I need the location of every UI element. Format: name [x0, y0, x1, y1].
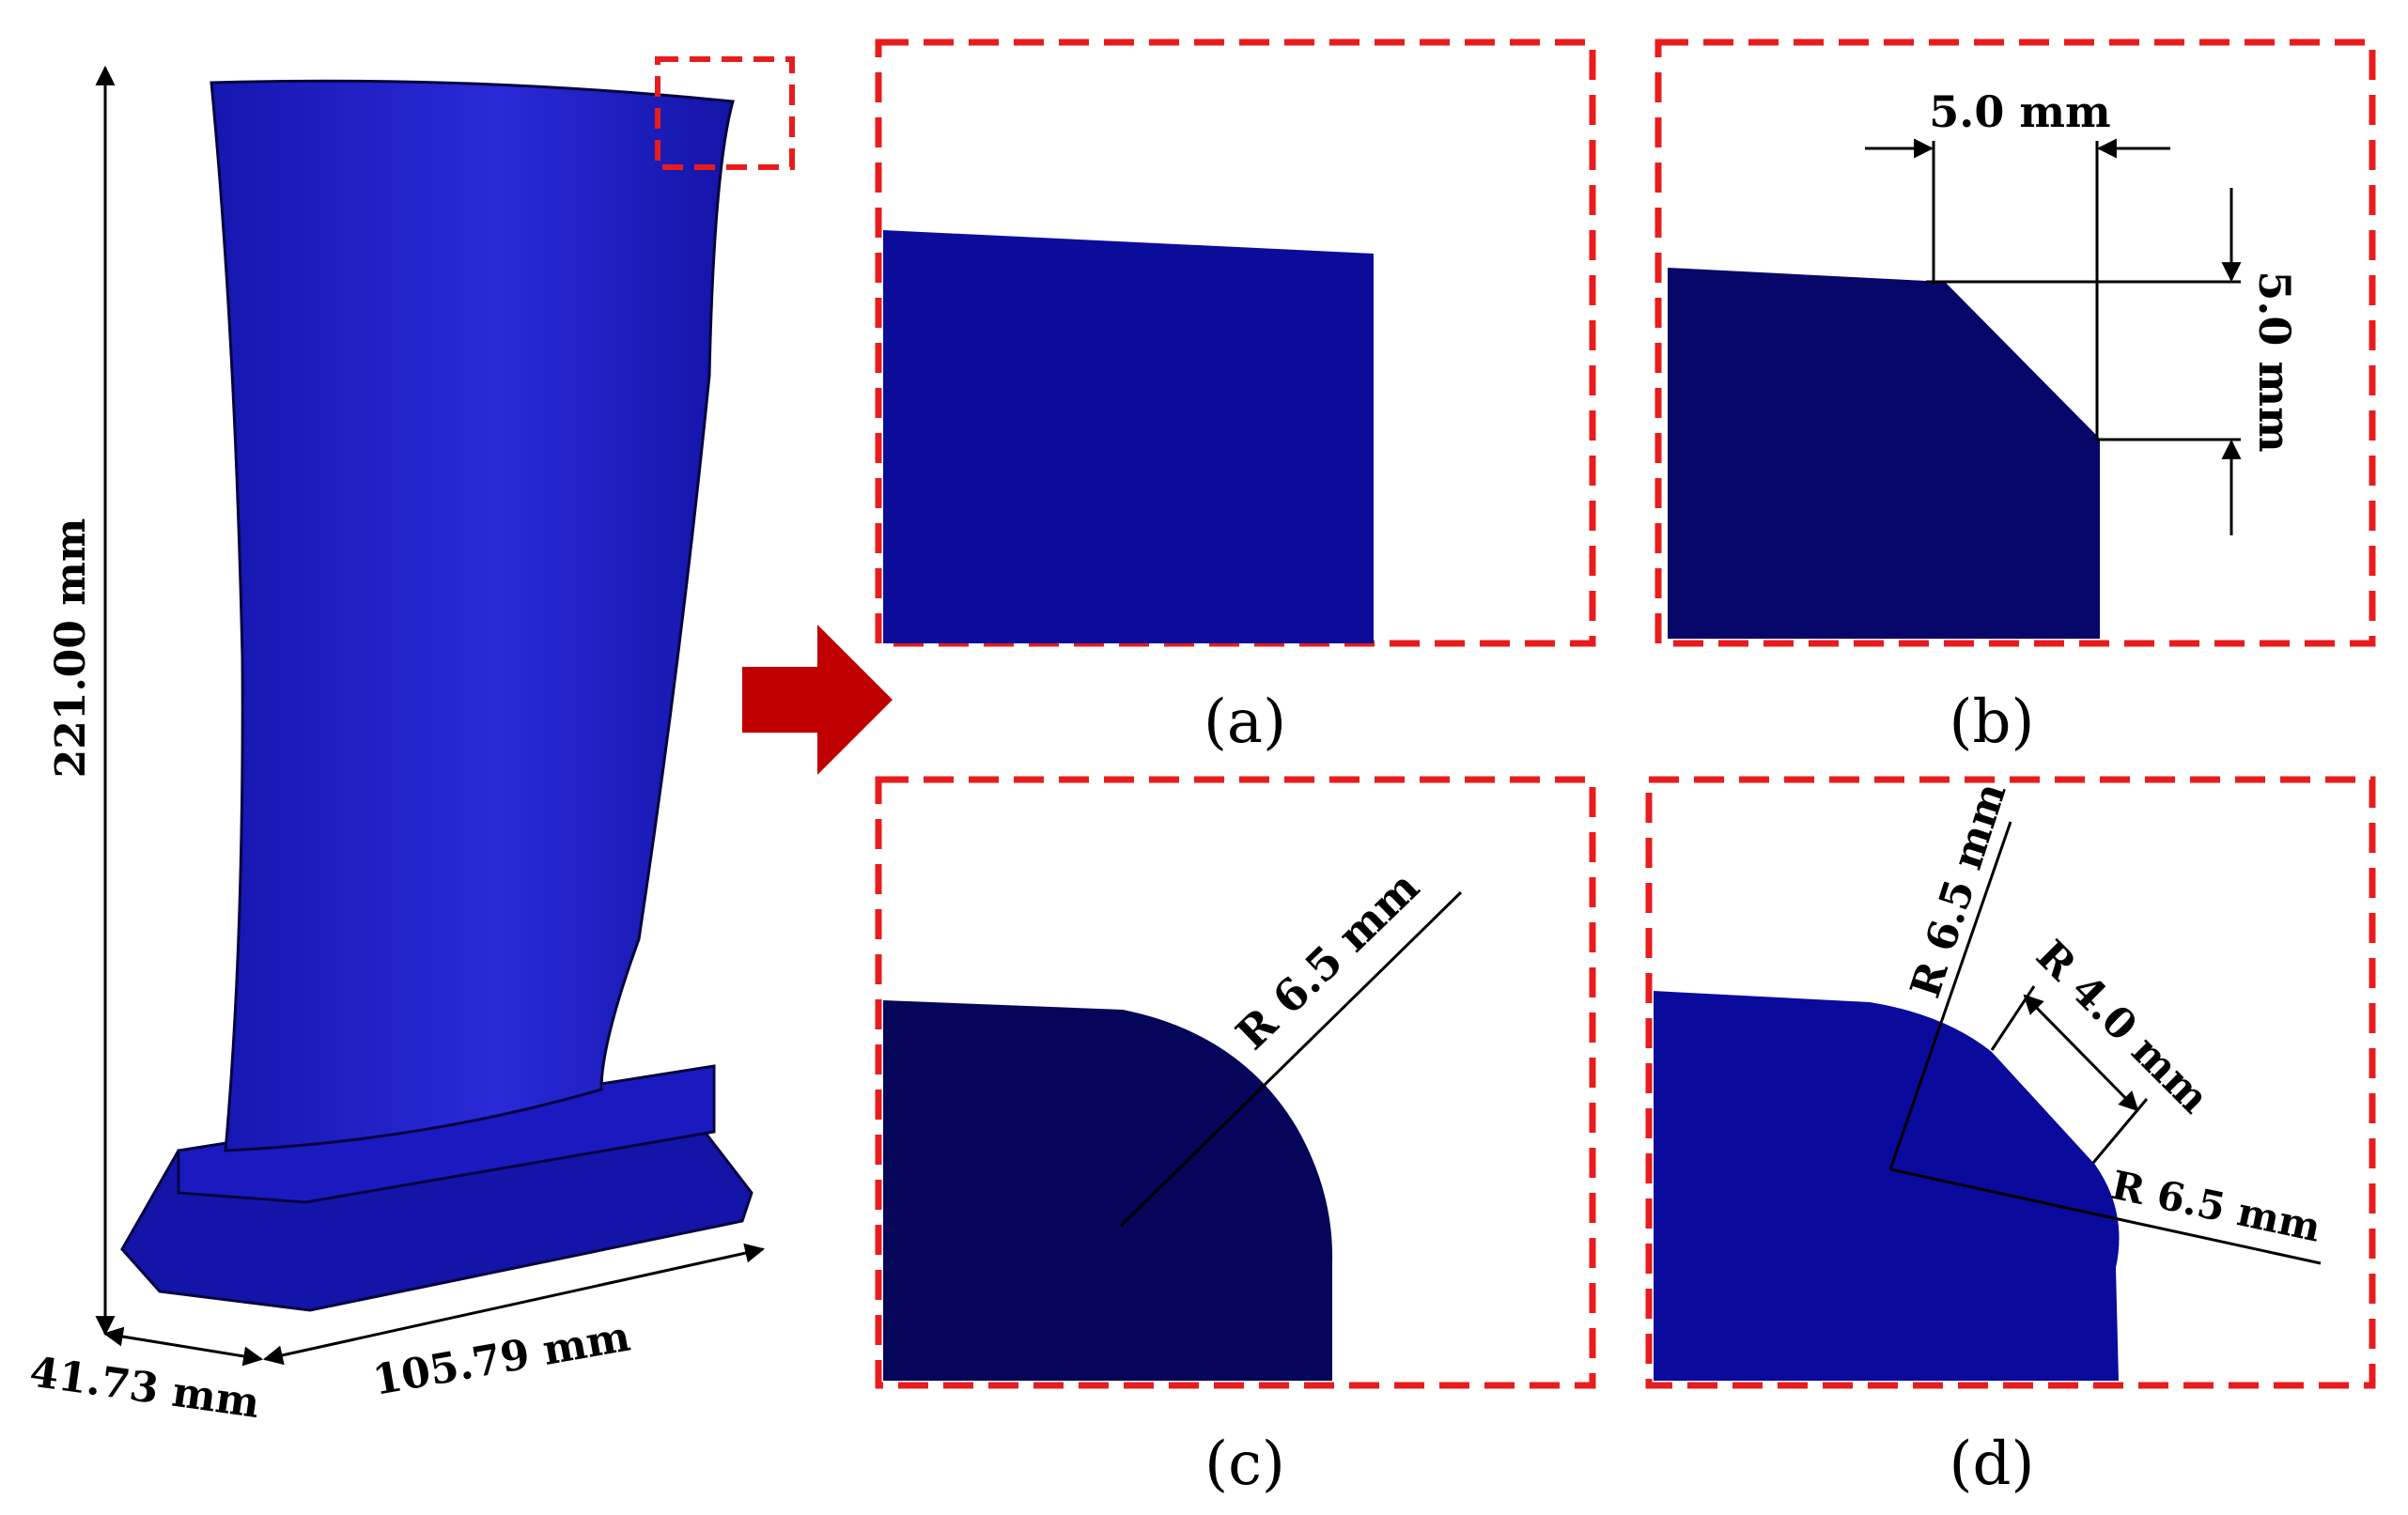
panel-b-horizontal-label: 5.0 mm: [1929, 86, 2110, 137]
blade-platform: [177, 1064, 716, 1204]
panel-c-caption: (c): [1204, 1430, 1285, 1499]
panel-a-caption: (a): [1204, 688, 1286, 757]
panel-c-radius-line: [1119, 890, 1463, 1228]
width-dimension-line: [102, 1326, 264, 1367]
panel-b-border: [1655, 39, 2376, 647]
panel-c-border: [875, 776, 1596, 1389]
panel-c-shape: [883, 1000, 1333, 1381]
blade-tip-highlight: [655, 56, 795, 170]
length-dimension-line: [262, 1243, 766, 1366]
panel-a: (a): [875, 39, 1596, 757]
panel-d-shape: [1654, 991, 2120, 1381]
panel-d-radius-top-line: [1888, 821, 2012, 1170]
transition-arrow: [742, 625, 893, 775]
panel-d-mid-ext-2: [2091, 1098, 2149, 1164]
panel-a-shape: [883, 230, 1374, 643]
height-label: 221.00 mm: [47, 518, 95, 779]
panel-d-radius-bottom-line: [1889, 1167, 2322, 1265]
width-label: 41.73 mm: [26, 1348, 262, 1428]
panel-c-radius-label: R 6.5 mm: [1226, 861, 1429, 1059]
panel-d-caption: (d): [1950, 1430, 2035, 1499]
panel-b-caption: (b): [1950, 688, 2035, 757]
panel-d-border: [1645, 776, 2376, 1389]
panel-c: R 6.5 mm (c): [875, 776, 1596, 1499]
panel-d-radius-bottom-label: R 6.5 mm: [2107, 1162, 2324, 1251]
panel-b-shape: [1668, 268, 2100, 639]
panel-b: 5.0 mm 5.0 mm (b): [1655, 39, 2376, 757]
panel-d-mid-ext-1: [1990, 985, 2036, 1051]
panel-b-vertical-label: 5.0 mm: [2249, 271, 2300, 452]
blade-airfoil: [210, 79, 735, 1152]
panel-d: R 6.5 mm R 4.0 mm R 6.5 mm (d): [1645, 776, 2376, 1499]
turbine-blade: [120, 56, 795, 1312]
panel-d-mid-dim: [2023, 994, 2139, 1112]
